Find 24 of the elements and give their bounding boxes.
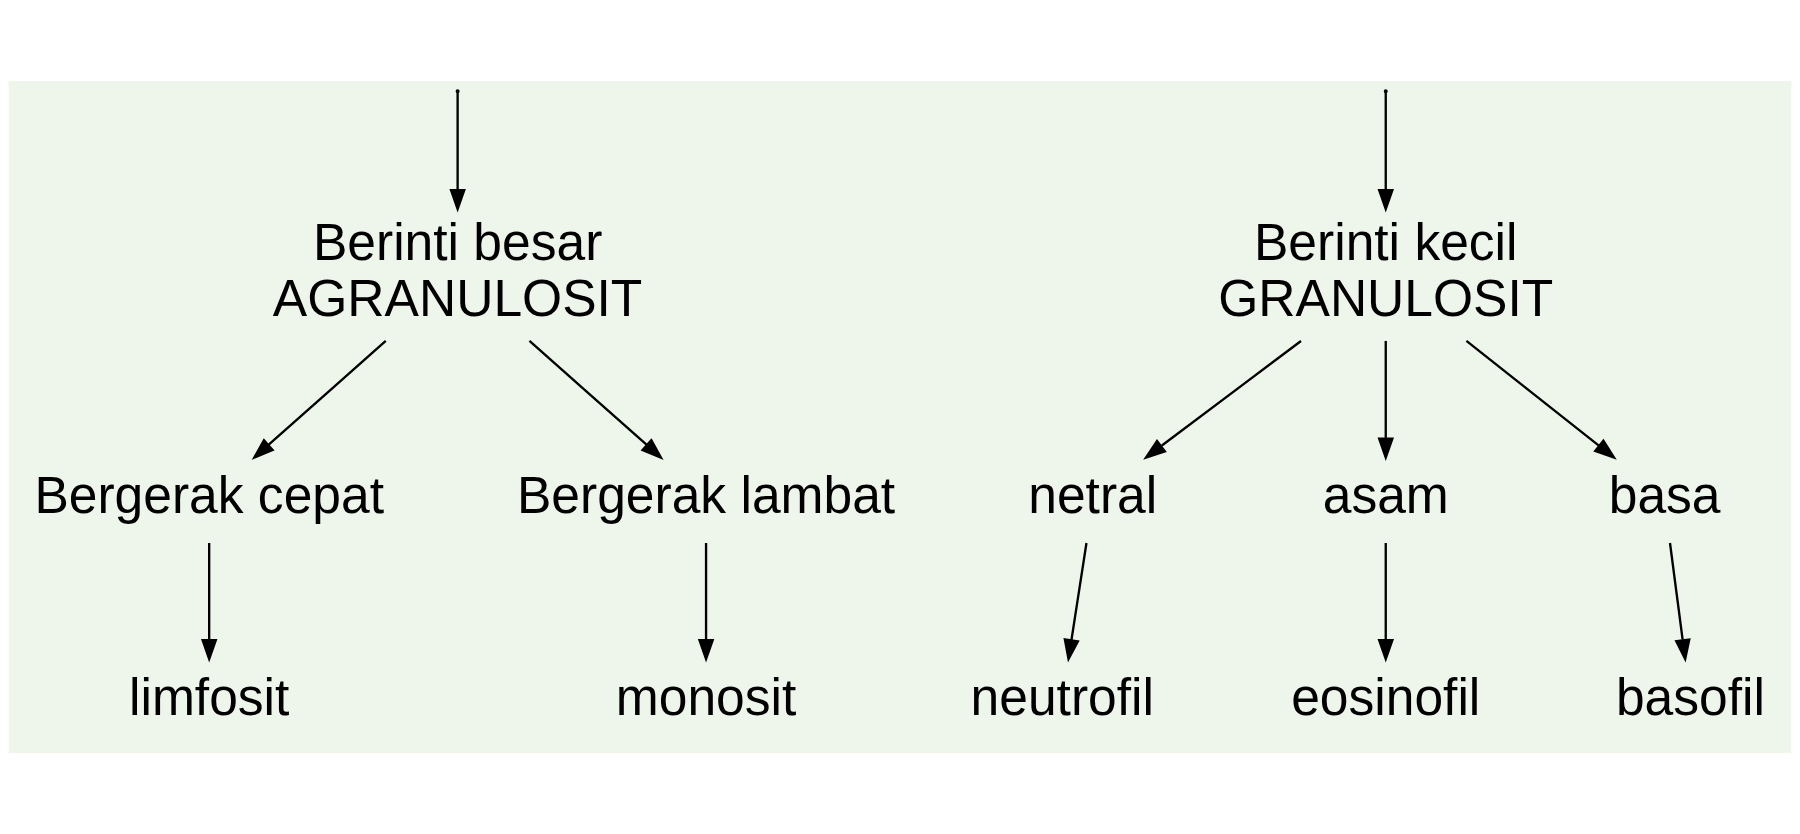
- node-text: Berinti besar AGRANULOSIT: [272, 212, 643, 328]
- node-text: Bergerak lambat: [516, 466, 896, 524]
- arrow: [1668, 542, 1691, 663]
- arrow: [449, 92, 466, 213]
- node-text: limfosit: [128, 667, 290, 726]
- arrow: [251, 340, 387, 460]
- node-text: Berinti kecil GRANULOSIT: [1218, 212, 1554, 328]
- node-text: asam: [1322, 466, 1449, 524]
- arrow: [528, 340, 664, 460]
- node-text: neutrofil: [970, 667, 1154, 726]
- node-text: eosinofil: [1291, 667, 1481, 726]
- arrow: [1377, 92, 1394, 213]
- arrow: [1377, 340, 1394, 462]
- node-text: netral: [1028, 466, 1158, 524]
- arrow: [1465, 340, 1617, 460]
- arrow: [1143, 340, 1302, 460]
- arrow: [1377, 543, 1394, 663]
- arrow: [1063, 542, 1088, 663]
- node-text: monosit: [615, 667, 797, 726]
- node-text: basa: [1608, 466, 1721, 524]
- node-text: Bergerak cepat: [34, 466, 384, 524]
- arrow: [697, 543, 715, 663]
- node-text: basofil: [1615, 667, 1765, 726]
- arrow: [200, 543, 218, 663]
